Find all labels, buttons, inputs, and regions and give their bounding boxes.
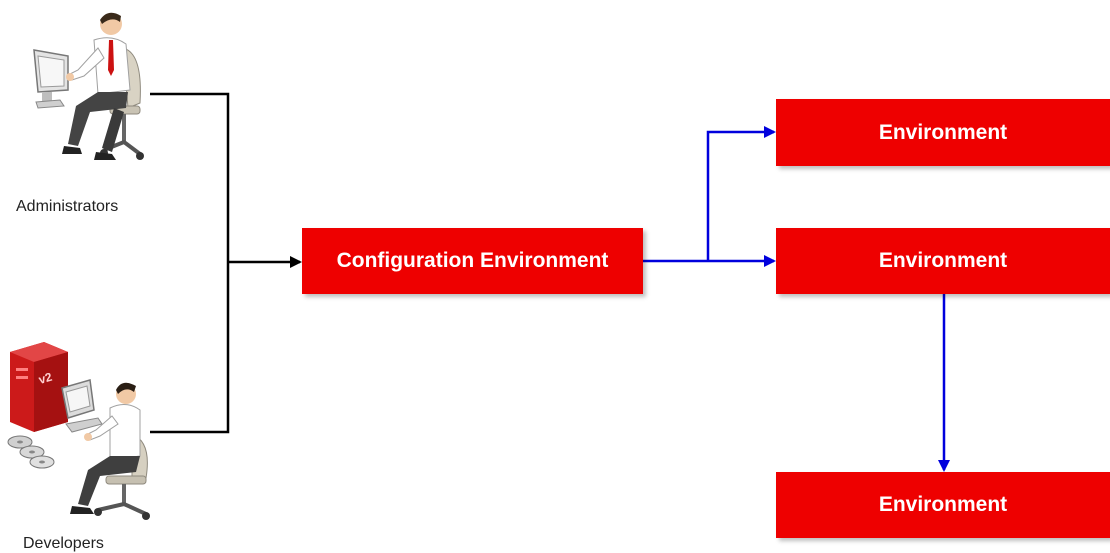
configuration-environment-label: Configuration Environment	[336, 249, 609, 272]
admin-connector	[150, 92, 230, 262]
developer-connector	[150, 262, 230, 434]
administrators-label: Administrators	[16, 198, 119, 215]
environment-label-1: Environment	[878, 120, 1008, 144]
server-version-badge: v2	[37, 370, 54, 387]
environment-box-2: Environment	[776, 228, 1110, 294]
environment-box-1: Environment	[776, 99, 1110, 166]
environment-box-3: Environment	[776, 472, 1110, 538]
environment-label-2: Environment	[878, 249, 1008, 272]
config-to-env-1-arrow	[706, 126, 776, 261]
developers-label: Developers	[23, 535, 104, 552]
developer-workstation-icon: v2	[7, 342, 150, 520]
environment-label-3: Environment	[878, 493, 1008, 516]
configuration-environment-box: Configuration Environment	[302, 228, 643, 294]
administrator-workstation-icon	[33, 12, 144, 160]
